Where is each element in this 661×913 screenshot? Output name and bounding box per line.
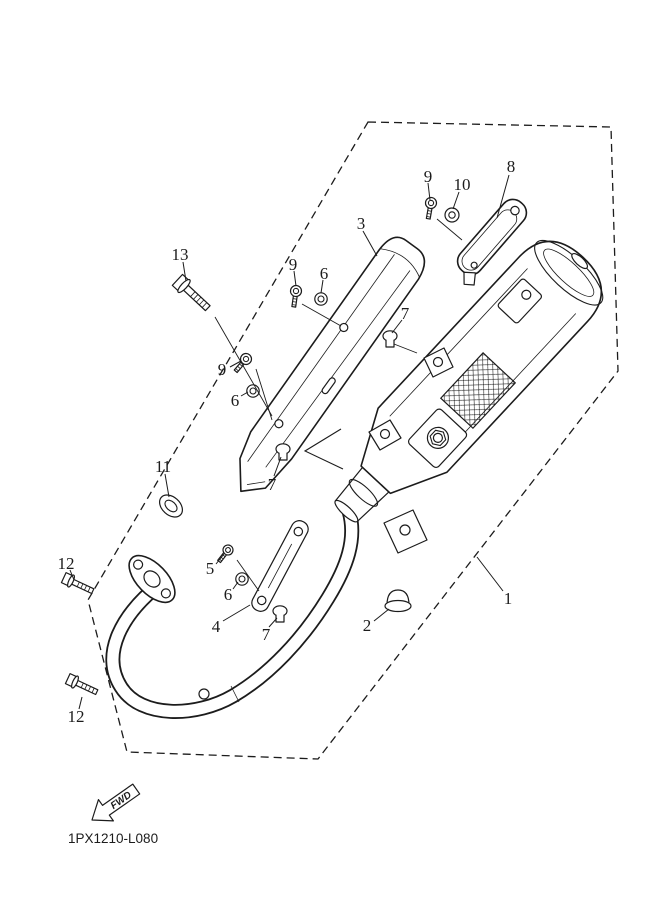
callout-9-top: 9 <box>424 167 433 186</box>
protector-plate <box>456 198 528 286</box>
leader-line <box>496 174 510 219</box>
callout-6-mid: 6 <box>231 391 240 410</box>
leader-line <box>373 608 390 622</box>
callout-13: 13 <box>172 245 189 264</box>
damper-small-c <box>272 605 288 623</box>
muffler <box>334 239 604 523</box>
leader-line <box>78 696 83 710</box>
callout-10: 10 <box>454 175 471 194</box>
leader-line <box>362 230 378 257</box>
leader-line <box>240 391 249 397</box>
axis-line <box>393 343 418 354</box>
leader-line <box>273 456 282 477</box>
leader-line <box>69 569 75 581</box>
damper-small-a <box>382 330 398 348</box>
leader-line <box>476 556 504 592</box>
bolt-13 <box>171 273 211 312</box>
leader-line <box>229 360 242 368</box>
callout-9-left: 9 <box>218 360 227 379</box>
callout-6-top: 6 <box>320 264 329 283</box>
leader-line <box>268 617 278 628</box>
callout-5: 5 <box>206 559 215 578</box>
leader-line <box>222 604 251 622</box>
leader-line <box>391 319 403 334</box>
callout-12-bottom: 12 <box>68 707 85 726</box>
screw-9-left <box>233 352 253 374</box>
axis-line <box>255 368 273 421</box>
muffler-hanger-bracket <box>497 278 543 324</box>
screw-9-mid <box>289 284 303 308</box>
callout-3: 3 <box>357 214 366 233</box>
callout-11: 11 <box>155 457 171 476</box>
callout-1: 1 <box>504 589 513 608</box>
callout-9-mid: 9 <box>289 255 298 274</box>
pipe-stay <box>251 520 309 612</box>
callout-7-bottom: 7 <box>262 625 271 644</box>
muffler-mount-tab-upper <box>423 347 454 378</box>
leader-line <box>452 191 460 210</box>
muffler-nut-plate <box>407 408 468 469</box>
fold-mark <box>303 428 344 470</box>
screw-9-top <box>424 196 438 220</box>
muffler-heat-grid <box>439 351 517 430</box>
washer-10 <box>444 207 460 223</box>
gasket-ring <box>159 494 183 518</box>
assembly-axis-lines <box>214 218 463 592</box>
exhaust-header-pipe <box>105 503 360 719</box>
dashed-boundary <box>87 121 619 760</box>
callout-7-top: 7 <box>401 304 410 323</box>
washer-6-bottom <box>235 572 249 586</box>
callout-2: 2 <box>363 616 372 635</box>
callout-12-top: 12 <box>58 554 75 573</box>
washer-6-top <box>314 292 328 306</box>
bolt-12-bottom <box>64 673 99 696</box>
callout-8: 8 <box>507 157 516 176</box>
axis-line <box>436 218 463 241</box>
muffler-mount-tab-lower <box>368 419 402 451</box>
callout-labels: 9 10 8 3 13 9 6 7 9 6 11 7 5 6 4 7 2 1 1… <box>58 157 516 726</box>
leader-line <box>293 270 297 287</box>
muffler-stay-bracket <box>383 509 428 554</box>
callout-6-bottom: 6 <box>224 585 233 604</box>
damper-small-b <box>275 443 291 461</box>
diagram-code: 1PX1210-L080 <box>68 831 158 846</box>
axis-line <box>236 559 260 592</box>
callout-4: 4 <box>212 617 221 636</box>
callout-7-mid: 7 <box>268 475 277 494</box>
axis-line <box>301 303 342 327</box>
leader-line <box>320 279 324 294</box>
axis-line <box>214 316 273 417</box>
bolt-12-top <box>60 572 95 595</box>
leader-line <box>232 581 239 590</box>
exhaust-flange <box>128 554 176 604</box>
leader-lines <box>69 174 510 710</box>
leader-line <box>164 473 170 498</box>
damper-large <box>384 589 412 613</box>
leader-line <box>215 553 225 565</box>
fwd-arrow-icon: FWD <box>91 783 141 822</box>
leader-line <box>427 182 431 201</box>
heat-shield <box>239 236 426 493</box>
leader-line <box>182 261 187 282</box>
